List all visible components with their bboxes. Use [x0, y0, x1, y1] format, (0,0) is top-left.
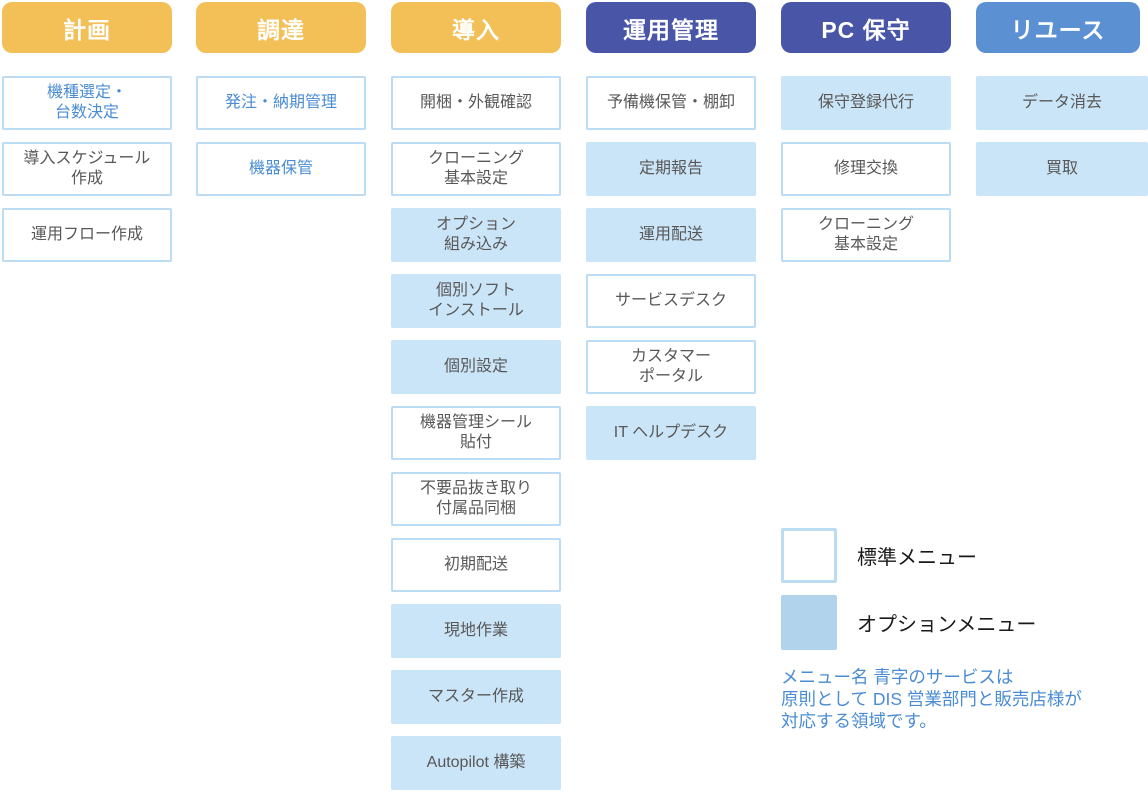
menu-item: カスタマー ポータル: [586, 340, 756, 394]
menu-item: Autopilot 構築: [391, 736, 561, 790]
menu-item-label: データ消去: [1021, 94, 1102, 111]
column-header-reuse: リユース: [976, 2, 1140, 53]
menu-item: 個別ソフト インストール: [391, 274, 561, 328]
column-deployment: 導入開梱・外観確認クローニング 基本設定オプション 組み込み個別ソフト インスト…: [391, 2, 561, 794]
menu-item-label: カスタマー ポータル: [630, 348, 711, 385]
menu-item-label: 機種選定・ 台数決定: [46, 84, 127, 121]
menu-item: 発注・納期管理: [196, 76, 366, 130]
menu-item-label: 不要品抜き取り 付属品同梱: [419, 480, 532, 517]
column-header-plan: 計画: [2, 2, 172, 53]
menu-item-label: 個別ソフト インストール: [428, 282, 524, 319]
menu-item: 保守登録代行: [781, 76, 951, 130]
menu-item: 初期配送: [391, 538, 561, 592]
column-header-procurement: 調達: [196, 2, 366, 53]
menu-item-label: 現地作業: [443, 622, 508, 639]
column-plan: 計画機種選定・ 台数決定導入スケジュール 作成運用フロー作成: [2, 2, 172, 274]
legend-standard-label: 標準メニュー: [857, 547, 977, 569]
legend-option-row: オプションメニュー: [781, 595, 1036, 650]
column-header-operation: 運用管理: [586, 2, 756, 53]
menu-item: 現地作業: [391, 604, 561, 658]
menu-item: 個別設定: [391, 340, 561, 394]
menu-item-label: 買取: [1045, 160, 1078, 177]
menu-item-label: クローニング 基本設定: [427, 150, 524, 187]
column-header-pc-maintenance: PC 保守: [781, 2, 951, 53]
menu-item-label: 導入スケジュール 作成: [23, 150, 151, 187]
menu-item-label: 修理交換: [833, 160, 898, 177]
column-header-deployment: 導入: [391, 2, 561, 53]
menu-item-label: 運用フロー作成: [30, 226, 143, 243]
menu-item: 導入スケジュール 作成: [2, 142, 172, 196]
menu-item-label: IT ヘルプデスク: [613, 424, 729, 441]
menu-item: 予備機保管・棚卸: [586, 76, 756, 130]
menu-item-label: 初期配送: [443, 556, 508, 573]
menu-item: 機器保管: [196, 142, 366, 196]
menu-item-label: クローニング 基本設定: [817, 216, 914, 253]
blue-text-note: メニュー名 青字のサービスは 原則として DIS 営業部門と販売店様が 対応する…: [781, 667, 1082, 731]
menu-item-label: サービスデスク: [614, 292, 727, 309]
menu-item: 機器管理シール 貼付: [391, 406, 561, 460]
legend-option-label: オプションメニュー: [857, 614, 1037, 636]
menu-item: データ消去: [976, 76, 1148, 130]
menu-item-label: 予備機保管・棚卸: [606, 94, 735, 111]
column-reuse: リユースデータ消去買取: [976, 2, 1148, 208]
menu-item-label: マスター作成: [427, 688, 524, 705]
menu-item: オプション 組み込み: [391, 208, 561, 262]
legend-standard-swatch: [781, 528, 837, 583]
menu-item: IT ヘルプデスク: [586, 406, 756, 460]
menu-item-label: Autopilot 構築: [426, 754, 526, 771]
legend-option-swatch: [781, 595, 837, 650]
menu-item-label: 運用配送: [638, 226, 703, 243]
menu-item-label: 保守登録代行: [817, 94, 914, 111]
column-pc-maintenance: PC 保守保守登録代行修理交換クローニング 基本設定: [781, 2, 951, 274]
menu-item: 機種選定・ 台数決定: [2, 76, 172, 130]
menu-item-label: 機器保管: [248, 160, 313, 177]
menu-item: 運用フロー作成: [2, 208, 172, 262]
legend-standard-row: 標準メニュー: [781, 528, 977, 583]
menu-item: 運用配送: [586, 208, 756, 262]
menu-item-label: 個別設定: [443, 358, 508, 375]
menu-item: 不要品抜き取り 付属品同梱: [391, 472, 561, 526]
menu-item: クローニング 基本設定: [391, 142, 561, 196]
menu-item-label: オプション 組み込み: [435, 216, 516, 253]
menu-item: 買取: [976, 142, 1148, 196]
menu-item: サービスデスク: [586, 274, 756, 328]
menu-item-label: 開梱・外観確認: [419, 94, 532, 111]
menu-item-label: 定期報告: [638, 160, 703, 177]
menu-item: 修理交換: [781, 142, 951, 196]
menu-item: 開梱・外観確認: [391, 76, 561, 130]
menu-item-label: 発注・納期管理: [224, 94, 337, 111]
menu-item: クローニング 基本設定: [781, 208, 951, 262]
column-procurement: 調達発注・納期管理機器保管: [196, 2, 366, 208]
menu-item: 定期報告: [586, 142, 756, 196]
menu-item-label: 機器管理シール 貼付: [419, 414, 532, 451]
menu-item: マスター作成: [391, 670, 561, 724]
column-operation: 運用管理予備機保管・棚卸定期報告運用配送サービスデスクカスタマー ポータル IT …: [586, 2, 756, 472]
